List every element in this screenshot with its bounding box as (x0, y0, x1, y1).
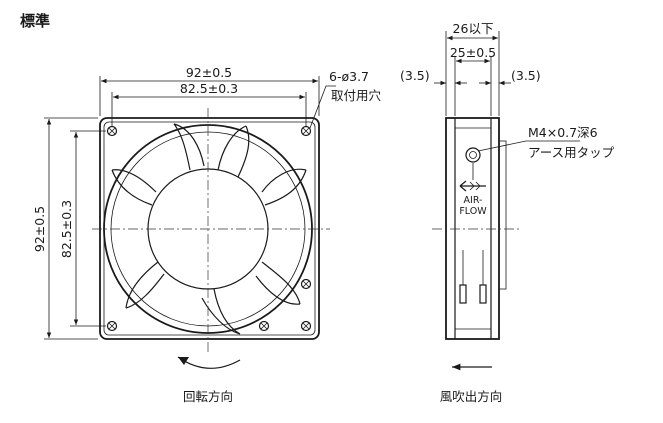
side-venturi-lip (498, 140, 507, 290)
mounting-holes (106, 125, 312, 332)
holes-note-2: 取付用穴 (331, 88, 382, 103)
fan-blades (111, 123, 307, 335)
screw-note-2: アース用タップ (528, 145, 615, 160)
outer-width-label: 92±0.5 (186, 65, 232, 80)
offset-right-label: (3.5) (511, 68, 541, 83)
hole-pitch-height-label: 82.5±0.3 (59, 200, 74, 258)
holes-note: 6-ø3.7 (329, 69, 369, 84)
hole-pitch-width-label: 82.5±0.3 (180, 81, 238, 96)
airflow-caption: 風吹出方向 (440, 389, 503, 404)
front-view: 92±0.5 82.5±0.3 92±0.5 82.5±0.3 6-ø3.7 取… (32, 65, 382, 404)
airflow-label-2: FLOW (459, 206, 487, 217)
terminal-right (479, 284, 487, 304)
airflow-arrow-icon (459, 180, 486, 192)
page-title: 標準 (20, 12, 50, 30)
screw-note: M4×0.7深6 (528, 125, 598, 140)
airflow-label-1: AIR- (464, 195, 483, 206)
depth-label: 25±0.5 (450, 45, 496, 60)
ground-tap (465, 147, 481, 163)
side-view: AIR- FLOW 26以下 25±0.5 (3.5) (3.5) M4×0.7… (400, 21, 615, 404)
rotation-arrow-head (178, 357, 189, 365)
max-depth-label: 26以下 (453, 21, 494, 36)
terminal-left (459, 284, 467, 304)
outer-height-label: 92±0.5 (32, 206, 47, 252)
fan-frame (99, 117, 320, 340)
rotation-caption: 回転方向 (183, 389, 233, 404)
holes-leader-line (309, 85, 336, 129)
screw-leader-line (477, 140, 580, 152)
offset-left-label: (3.5) (400, 68, 430, 83)
